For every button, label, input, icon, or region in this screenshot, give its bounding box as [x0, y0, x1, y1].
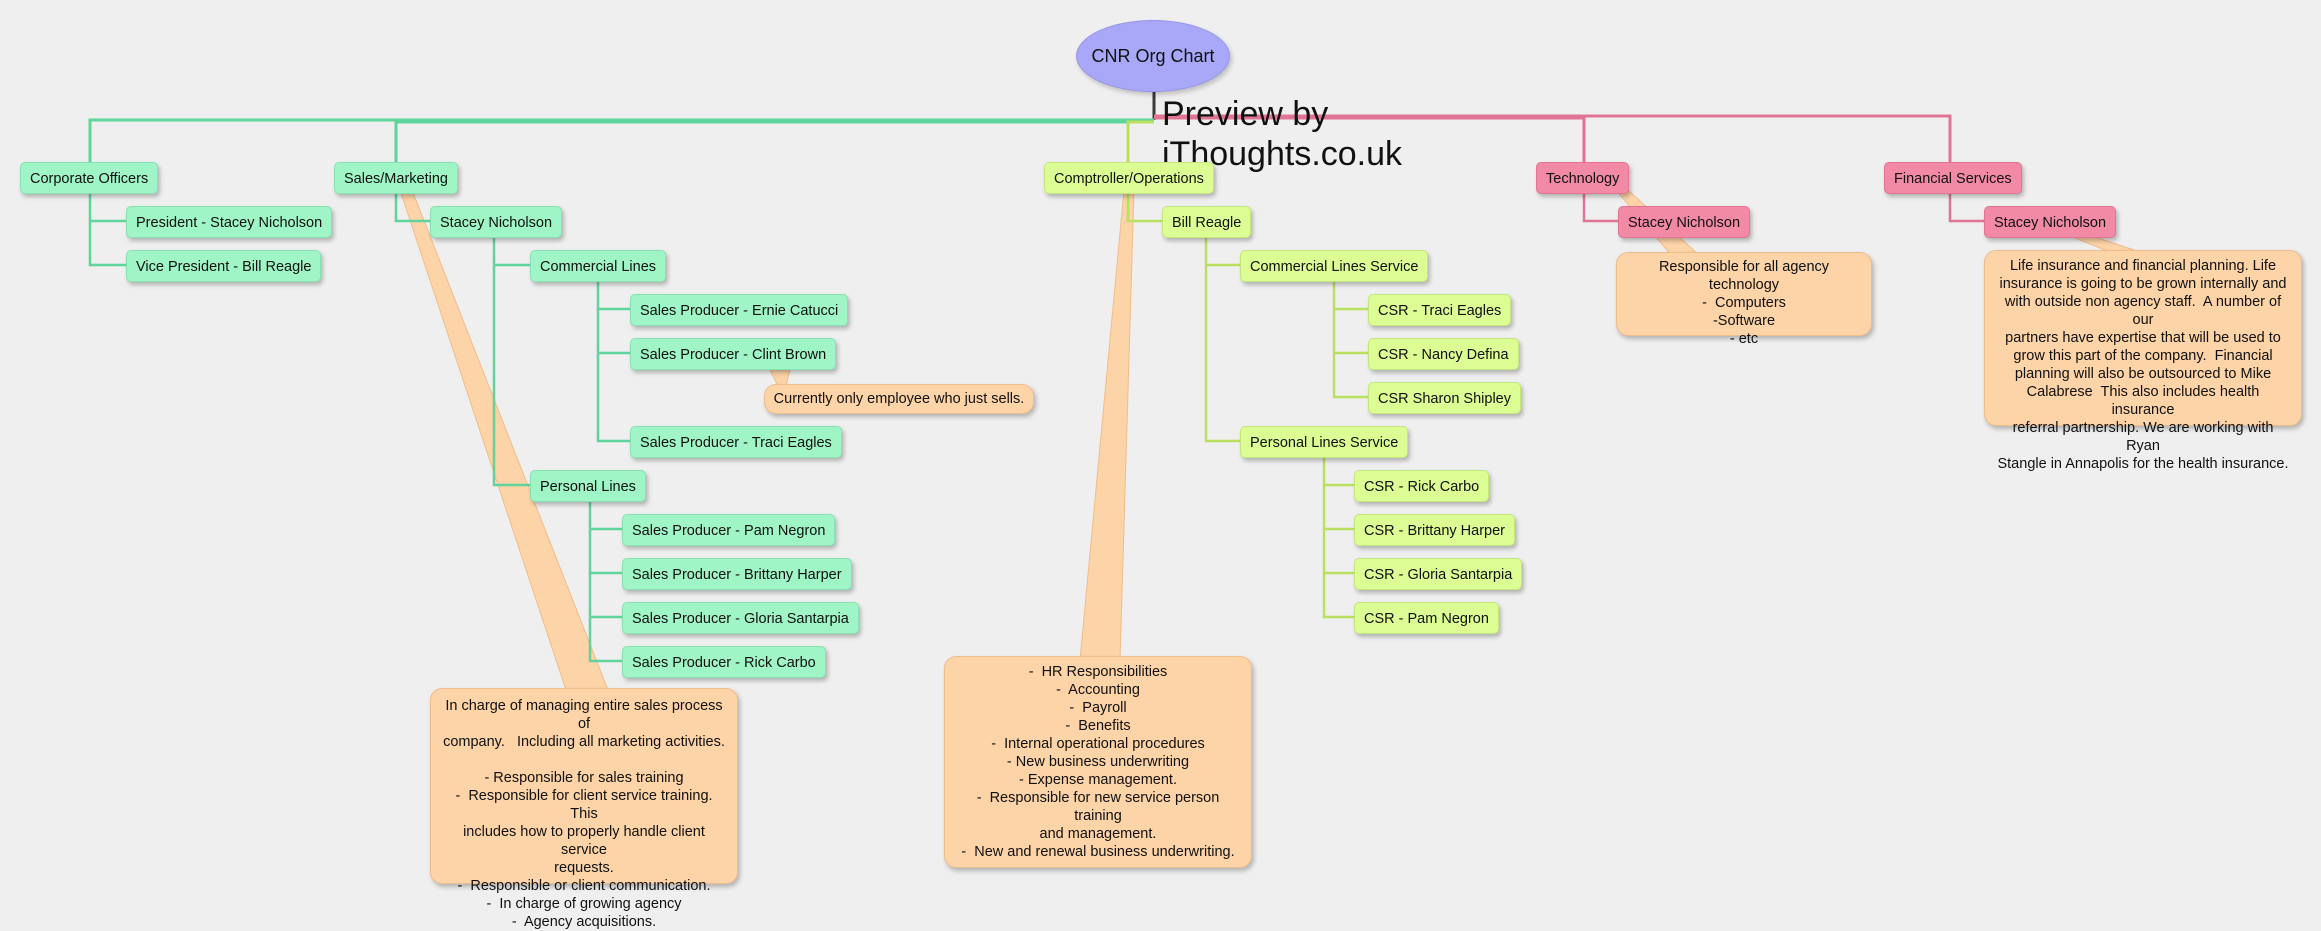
note-sales-line: company. Including all marketing activit… [443, 734, 725, 750]
note-comptroller-line: and management. [1039, 826, 1157, 842]
note-sales[interactable]: In charge of managing entire sales proce… [430, 688, 738, 930]
node-sales-producer-rick[interactable]: Sales Producer - Rick Carbo [622, 646, 826, 678]
node-comptroller-operations[interactable]: Comptroller/Operations [1044, 162, 1214, 194]
note-technology-line: - etc [1729, 331, 1759, 347]
node-sales-marketing[interactable]: Sales/Marketing [334, 162, 458, 194]
node-csr-gloria[interactable]: CSR - Gloria Santarpia [1354, 558, 1523, 590]
technology-branch-line [1154, 116, 1586, 162]
node-financial-head[interactable]: Stacey Nicholson [1984, 206, 2117, 238]
note-comptroller-line: - New business underwriting [1006, 754, 1190, 770]
watermark-line-1: Preview by [1162, 95, 1329, 133]
note-sales-line: - Agency acquisitions. [511, 914, 657, 930]
note-financial[interactable]: Life insurance and financial planning. L… [1984, 250, 2302, 472]
note-financial-line: Stangle in Annapolis for the health insu… [1997, 456, 2289, 472]
note-financial-line: Life insurance and financial planning. L… [2009, 258, 2277, 274]
node-vice-president[interactable]: Vice President - Bill Reagle [126, 250, 322, 282]
node-technology-head[interactable]: Stacey Nicholson [1618, 206, 1751, 238]
note-sales-line: requests. [554, 860, 614, 876]
node-csr-sharon[interactable]: CSR Sharon Shipley [1368, 382, 1521, 414]
node-sales-head[interactable]: Stacey Nicholson [430, 206, 563, 238]
connector-lines [88, 90, 2141, 691]
note-financial-line: with outside non agency staff. A number … [2004, 294, 2286, 328]
node-sales-producer-clint[interactable]: Sales Producer - Clint Brown [630, 338, 837, 370]
note-sales-line [441, 751, 727, 769]
node-corporate-officers[interactable]: Corporate Officers [20, 162, 159, 194]
note-sales-line: - Responsible for client service trainin… [455, 788, 717, 822]
node-sales-producer-ernie[interactable]: Sales Producer - Ernie Catucci [630, 294, 849, 326]
note-financial-line: planning will also be outsourced to Mike [2014, 366, 2272, 382]
note-financial-line: referral partnership. We are working wit… [2012, 420, 2278, 454]
note-comptroller-line: - Responsible for new service person tra… [976, 790, 1224, 824]
node-sales-producer-traci[interactable]: Sales Producer - Traci Eagles [630, 426, 842, 458]
note-comptroller-line: - Benefits [1065, 718, 1131, 734]
note-comptroller-line: - Expense management. [1019, 772, 1177, 788]
node-csr-brittany[interactable]: CSR - Brittany Harper [1354, 514, 1516, 546]
node-commercial-lines-service[interactable]: Commercial Lines Service [1240, 250, 1429, 282]
note-financial-line: Calabrese This also includes health insu… [2026, 384, 2264, 418]
note-sales-line: - Responsible or client communication. [457, 878, 711, 894]
node-csr-nancy[interactable]: CSR - Nancy Defina [1368, 338, 1519, 370]
corporate-branch-line [88, 118, 1154, 162]
node-technology[interactable]: Technology [1536, 162, 1630, 194]
note-technology-line: - Computers [1702, 295, 1786, 311]
note-sales-line: In charge of managing entire sales proce… [445, 698, 727, 732]
note-comptroller-line: - Payroll [1069, 700, 1127, 716]
root-node[interactable]: CNR Org Chart [1076, 20, 1230, 92]
note-technology-line: Responsible for all agency technology [1658, 259, 1834, 293]
org-chart-canvas: CNR Org Chart Preview by iThoughts.co.uk… [20, 20, 2302, 930]
note-comptroller[interactable]: - HR Responsibilities - Accounting - Pay… [944, 656, 1252, 868]
node-president[interactable]: President - Stacey Nicholson [126, 206, 333, 238]
node-personal-lines[interactable]: Personal Lines [530, 470, 646, 502]
note-comptroller-line: - Internal operational procedures [991, 736, 1205, 752]
note-clint-text: Currently only employee who just sells. [773, 391, 1025, 407]
note-sales-line: - Responsible for sales training [484, 770, 684, 786]
note-financial-line: partners have expertise that will be use… [2005, 330, 2281, 346]
node-comptroller-head[interactable]: Bill Reagle [1162, 206, 1252, 238]
node-csr-traci[interactable]: CSR - Traci Eagles [1368, 294, 1512, 326]
note-technology[interactable]: Responsible for all agency technology - … [1616, 252, 1872, 347]
note-comptroller-line: - New and renewal business underwriting. [961, 844, 1235, 860]
node-sales-producer-brittany[interactable]: Sales Producer - Brittany Harper [622, 558, 852, 590]
node-sales-producer-gloria[interactable]: Sales Producer - Gloria Santarpia [622, 602, 859, 634]
note-comptroller-line: - Accounting [1056, 682, 1140, 698]
financial-branch-line [1154, 114, 1952, 162]
node-commercial-lines[interactable]: Commercial Lines [530, 250, 667, 282]
node-personal-lines-service[interactable]: Personal Lines Service [1240, 426, 1409, 458]
note-sales-line: includes how to properly handle client s… [463, 824, 709, 858]
note-financial-line: insurance is going to be grown internall… [1999, 276, 2287, 292]
note-comptroller-line: - HR Responsibilities [1028, 664, 1168, 680]
note-financial-line: grow this part of the company. Financial [2013, 348, 2273, 364]
note-clint[interactable]: Currently only employee who just sells. [764, 384, 1034, 414]
node-csr-pam[interactable]: CSR - Pam Negron [1354, 602, 1499, 634]
node-sales-producer-pam[interactable]: Sales Producer - Pam Negron [622, 514, 836, 546]
node-financial-services[interactable]: Financial Services [1884, 162, 2022, 194]
note-technology-line: -Software [1712, 313, 1776, 329]
note-sales-line: - In charge of growing agency [486, 896, 682, 912]
sales-branch-line [394, 120, 1154, 162]
comptroller-branch-line [1126, 120, 1154, 162]
node-csr-rick[interactable]: CSR - Rick Carbo [1354, 470, 1490, 502]
comptroller-note-wedge [1079, 189, 1135, 661]
